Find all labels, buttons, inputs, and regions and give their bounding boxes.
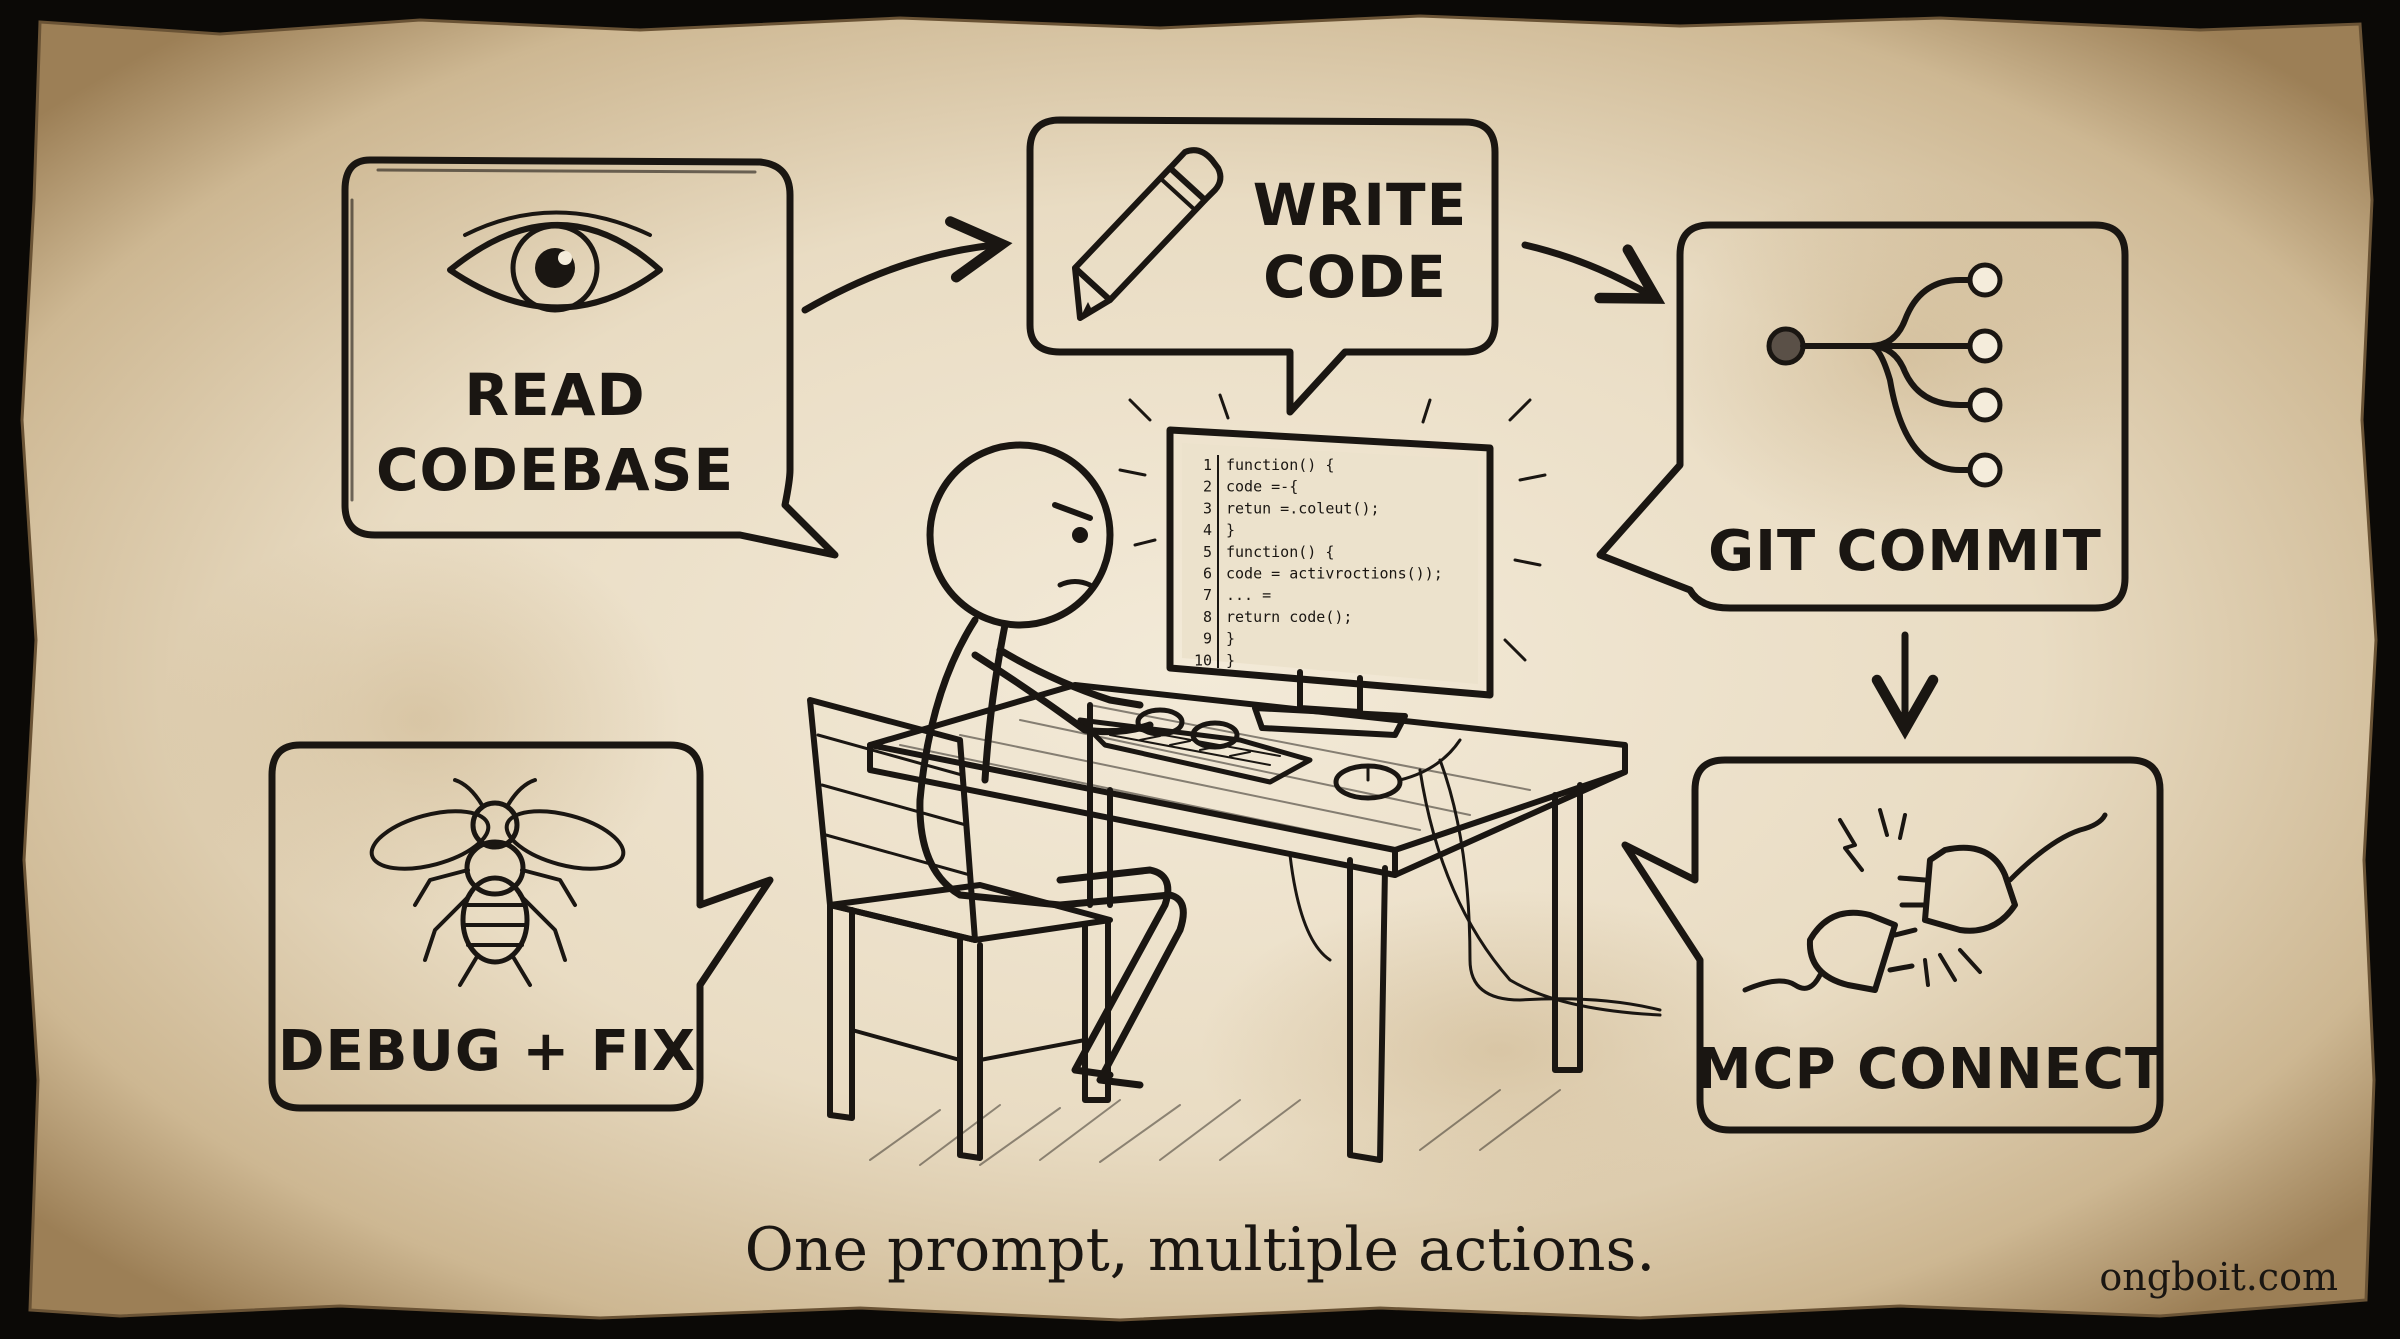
pencil-icon [1072,147,1224,321]
code-line-text: function() { [1226,543,1334,561]
code-line-number: 7 [1203,586,1212,604]
git-branch-icon [1766,262,2003,488]
monitor-code: 1 function() { 2 code =-{ 3 retun =.coleut(… [1194,455,1443,669]
code-line-number: 5 [1203,543,1212,561]
code-line-number: 9 [1203,630,1212,648]
read-label-line1: READ [464,361,645,429]
code-line-text: return code(); [1226,608,1352,626]
code-line-text: code = activroctions()); [1226,565,1443,583]
code-line-text: code =-{ [1226,478,1298,496]
mcp-label: MCP CONNECT [1696,1037,2164,1102]
computer-monitor: 1 function() { 2 code =-{ 3 retun =.coleut(… [1118,393,1547,738]
read-label-line2: CODEBASE [376,436,734,504]
code-line-text: ... = [1226,586,1271,604]
eye-icon [447,210,663,313]
code-line-text: } [1226,630,1235,648]
caption: One prompt, multiple actions. [745,1215,1656,1285]
watermark: ongboit.com [2099,1255,2338,1299]
write-label-line1: WRITE [1253,171,1467,239]
paper-stain [160,520,680,920]
floor-hatching [869,1089,1561,1166]
code-line-text: } [1226,651,1235,669]
write-label-line2: CODE [1263,243,1447,311]
node-git-commit: GIT COMMIT [1596,221,2129,612]
stick-figure [916,441,1240,1089]
code-line-number: 1 [1203,456,1212,474]
code-line-number: 3 [1203,499,1212,517]
arrow-read-to-write [801,216,1013,314]
code-line-text: } [1226,521,1235,539]
git-label: GIT COMMIT [1708,519,2102,584]
node-read-codebase: READ CODEBASE [341,156,839,559]
arrow-write-to-git [1521,241,1666,304]
node-write-code: WRITE CODE [1026,116,1499,416]
node-mcp-connect: MCP CONNECT [1621,756,2164,1134]
code-line-number: 4 [1203,521,1212,539]
mouse [1333,738,1462,801]
code-line-number: 10 [1194,651,1212,669]
code-line-text: function() { [1226,456,1334,474]
code-line-number: 2 [1203,478,1212,496]
code-line-number: 8 [1203,608,1212,626]
bug-icon [369,778,626,987]
code-line-text: retun =.coleut(); [1226,499,1380,517]
node-debug-fix: DEBUG + FIX [268,741,774,1112]
keyboard [1077,717,1313,785]
desk [867,682,1662,1163]
plug-icon [1742,808,2108,993]
debug-label: DEBUG + FIX [278,1019,696,1084]
code-line-number: 6 [1203,565,1212,583]
